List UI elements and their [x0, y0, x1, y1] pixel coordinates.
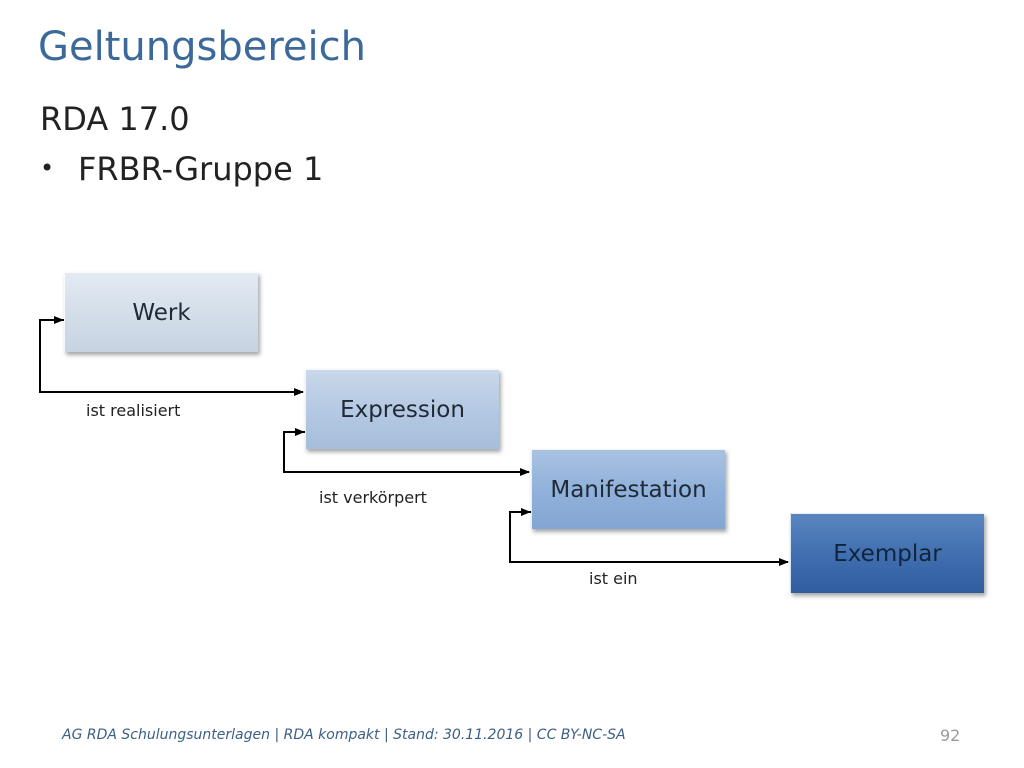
page-number: 92 [940, 726, 961, 745]
arrowhead-manifestation-icon [521, 508, 531, 516]
bullet-item: • FRBR-Gruppe 1 [40, 150, 323, 188]
bullet-icon: • [40, 154, 55, 182]
node-manifestation: Manifestation [531, 449, 725, 529]
footer-text: AG RDA Schulungsunterlagen | RDA kompakt… [62, 727, 626, 743]
arrowhead-werk-icon [54, 316, 64, 324]
node-exemplar: Exemplar [790, 513, 984, 593]
slide-title: Geltungsbereich [38, 24, 366, 70]
edge-label-ist-realisiert: ist realisiert [86, 401, 181, 420]
connector-expression-manifestation [283, 431, 530, 476]
edge-label-ist-ein: ist ein [589, 569, 638, 588]
connector-werk-expression [39, 319, 304, 396]
edge-label-ist-verkoerpert: ist verkörpert [319, 488, 427, 507]
node-expression: Expression [305, 369, 499, 449]
connector-manifestation-exemplar [509, 511, 789, 566]
arrowhead-expression-icon [295, 428, 305, 436]
bullet-text: FRBR-Gruppe 1 [78, 150, 324, 188]
slide-subtitle: RDA 17.0 [40, 100, 190, 138]
node-werk: Werk [64, 272, 258, 352]
